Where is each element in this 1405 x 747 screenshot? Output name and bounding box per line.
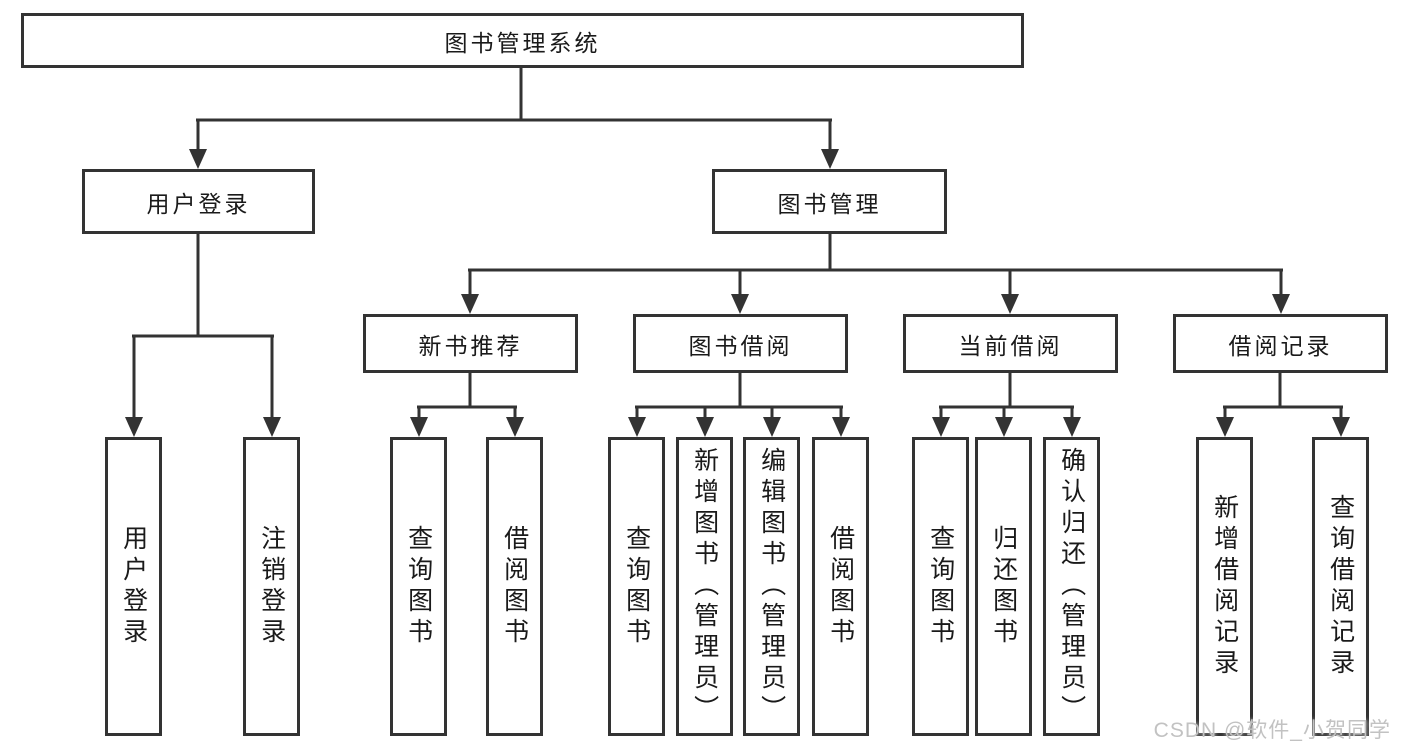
connector-borrow-records [1223,372,1343,419]
node-book-borrowing: 图书借阅 [633,314,848,373]
connector-new-books [417,372,517,419]
node-label: 借阅记录 [1228,332,1333,359]
leaf-return-books: 归还图书 [975,437,1032,736]
leaf-user-login: 用户登录 [105,437,162,736]
node-label: 查询图书 [622,524,651,649]
node-label: 注销登录 [257,524,286,649]
arrowheads [125,149,1350,437]
node-label: 图书借阅 [688,332,793,359]
node-new-book-recommend: 新书推荐 [363,314,578,373]
leaf-borrow-books-recommend: 借阅图书 [486,437,543,736]
node-borrow-records: 借阅记录 [1173,314,1388,373]
node-label: 图书管理系统 [444,29,601,56]
watermark: CSDN @软件_小贺同学 [1153,719,1391,742]
node-label: 查询借阅记录 [1326,493,1355,680]
node-label: 用户登录 [146,190,251,217]
connector-book-borrowing [635,372,843,419]
node-label: 编辑图书（管理员） [757,447,786,726]
node-label: 图书管理 [777,190,882,217]
node-label: 新书推荐 [418,332,523,359]
leaf-query-books-recommend: 查询图书 [390,437,447,736]
leaf-add-borrow-record: 新增借阅记录 [1196,437,1253,736]
leaf-edit-book-admin: 编辑图书（管理员） [743,437,800,736]
leaf-query-borrow-record: 查询借阅记录 [1312,437,1369,736]
node-label: 确认归还（管理员） [1057,447,1086,726]
node-label: 新增图书（管理员） [690,447,719,726]
node-library-management-system: 图书管理系统 [21,13,1024,68]
connector-book-management [468,233,1283,296]
node-current-borrowing: 当前借阅 [903,314,1118,373]
node-label: 用户登录 [119,524,148,649]
node-label: 借阅图书 [826,524,855,649]
connector-root [196,67,832,151]
node-label: 查询图书 [926,524,955,649]
leaf-confirm-return-admin: 确认归还（管理员） [1043,437,1100,736]
connector-current-borrowing [939,372,1074,419]
node-label: 查询图书 [404,524,433,649]
node-book-management: 图书管理 [712,169,947,234]
leaf-query-books-current: 查询图书 [912,437,969,736]
node-label: 归还图书 [989,524,1018,649]
node-label: 当前借阅 [958,332,1063,359]
leaf-query-books-borrowing: 查询图书 [608,437,665,736]
leaf-logout: 注销登录 [243,437,300,736]
leaf-borrow-books-borrowing: 借阅图书 [812,437,869,736]
node-user-login: 用户登录 [82,169,315,234]
connector-user-login [132,233,274,419]
leaf-add-book-admin: 新增图书（管理员） [676,437,733,736]
node-label: 新增借阅记录 [1210,493,1239,680]
node-label: 借阅图书 [500,524,529,649]
